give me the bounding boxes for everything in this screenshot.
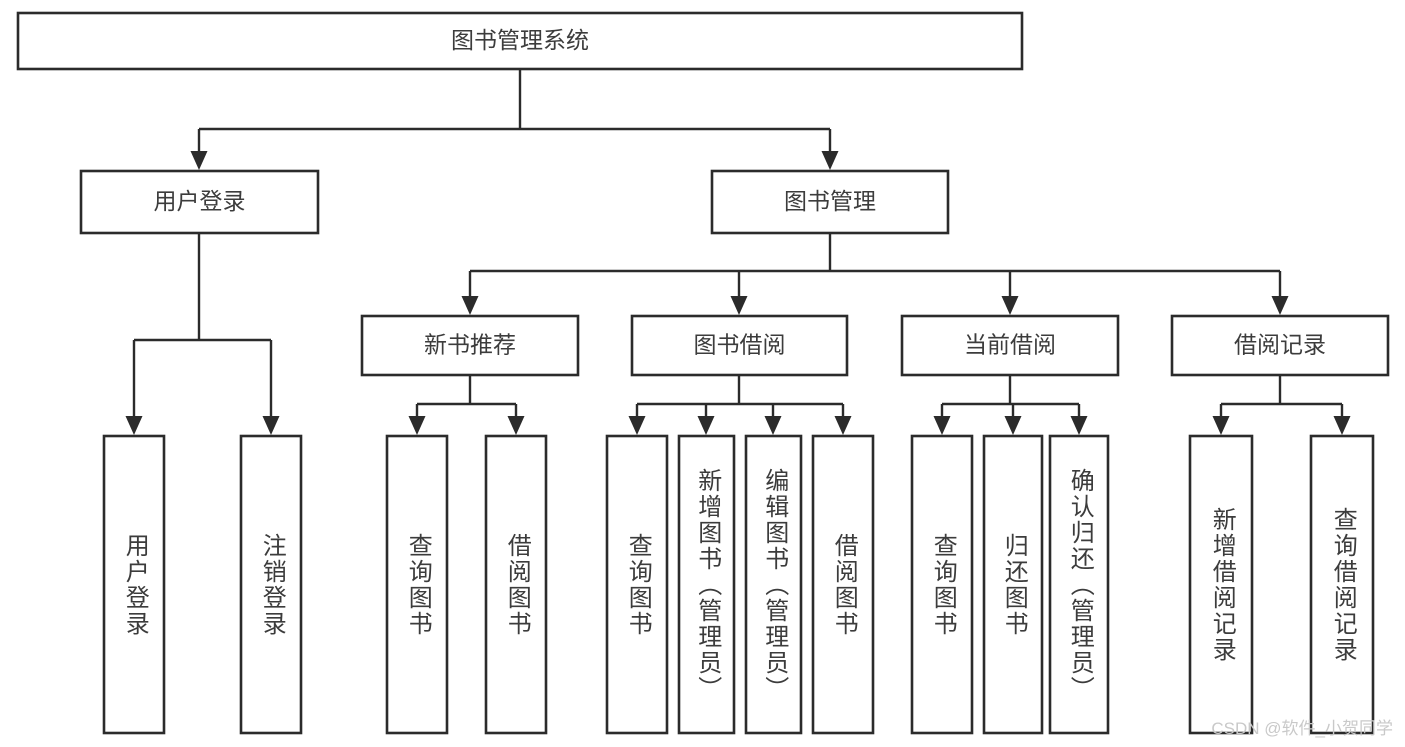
level3-node-label-new-book-recommend: 新书推荐 — [424, 332, 516, 358]
leaf-node-leaf-borrow-book-1[interactable] — [484, 434, 548, 735]
connector-new-book-to-leaves-arrow-1 — [507, 416, 525, 435]
connector-user-login-to-leaves-arrow-0 — [125, 416, 143, 435]
connector-root-to-level2-arrow-0 — [190, 151, 208, 170]
root-node-root[interactable] — [16, 11, 1024, 71]
leaf-node-leaf-edit-book[interactable] — [744, 434, 803, 735]
level3-node-book-borrow[interactable] — [630, 314, 849, 377]
level2-node-label-book-manage: 图书管理 — [784, 188, 876, 214]
connector-current-borrow-to-leaves-arrow-1 — [1004, 416, 1022, 435]
csdn-watermark: CSDN @软件_小贺同学 — [1211, 719, 1393, 738]
connector-book-borrow-to-leaves-arrow-0 — [628, 416, 646, 435]
root-node-label-root: 图书管理系统 — [451, 27, 589, 53]
level3-node-new-book-recommend[interactable] — [360, 314, 580, 377]
connector-borrow-record-to-leaves-arrow-1 — [1333, 416, 1351, 435]
level3-node-current-borrow[interactable] — [900, 314, 1120, 377]
connector-book-manage-to-level3-arrow-0 — [461, 296, 479, 315]
connector-book-borrow-to-leaves-arrow-1 — [697, 416, 715, 435]
level3-node-label-current-borrow: 当前借阅 — [964, 332, 1056, 358]
level3-node-label-borrow-record: 借阅记录 — [1234, 332, 1326, 358]
level2-node-user-login[interactable] — [79, 169, 320, 235]
connector-root-to-level2-arrow-1 — [821, 151, 839, 170]
connector-current-borrow-to-leaves-arrow-0 — [933, 416, 951, 435]
leaf-node-leaf-add-book[interactable] — [677, 434, 736, 735]
connector-user-login-to-leaves-arrow-1 — [262, 416, 280, 435]
level2-node-book-manage[interactable] — [710, 169, 950, 235]
leaf-node-leaf-user-logout[interactable] — [239, 434, 303, 735]
level2-node-label-user-login: 用户登录 — [154, 188, 246, 214]
connector-book-borrow-to-leaves-arrow-3 — [834, 416, 852, 435]
connector-book-manage-to-level3-arrow-1 — [730, 296, 748, 315]
level3-node-borrow-record[interactable] — [1170, 314, 1390, 377]
leaf-node-leaf-query-borrow-record[interactable] — [1309, 434, 1375, 735]
leaf-node-leaf-query-book-2[interactable] — [605, 434, 669, 735]
connector-layer — [125, 69, 1351, 435]
leaf-node-leaf-query-book-3[interactable] — [910, 434, 974, 735]
leaf-node-leaf-add-borrow-record[interactable] — [1188, 434, 1254, 735]
leaf-node-leaf-return-book[interactable] — [982, 434, 1044, 735]
leaf-node-leaf-confirm-return[interactable] — [1048, 434, 1110, 735]
leaf-node-leaf-user-login[interactable] — [102, 434, 166, 735]
connector-book-borrow-to-leaves-arrow-2 — [764, 416, 782, 435]
connector-borrow-record-to-leaves-arrow-0 — [1212, 416, 1230, 435]
connector-book-manage-to-level3-arrow-2 — [1001, 296, 1019, 315]
connector-new-book-to-leaves-arrow-0 — [408, 416, 426, 435]
connector-current-borrow-to-leaves-arrow-2 — [1070, 416, 1088, 435]
level3-node-label-book-borrow: 图书借阅 — [694, 332, 786, 358]
leaf-node-leaf-query-book-1[interactable] — [385, 434, 449, 735]
leaf-node-leaf-borrow-book-2[interactable] — [811, 434, 875, 735]
connector-book-manage-to-level3-arrow-3 — [1271, 296, 1289, 315]
box-layer — [16, 11, 1390, 735]
